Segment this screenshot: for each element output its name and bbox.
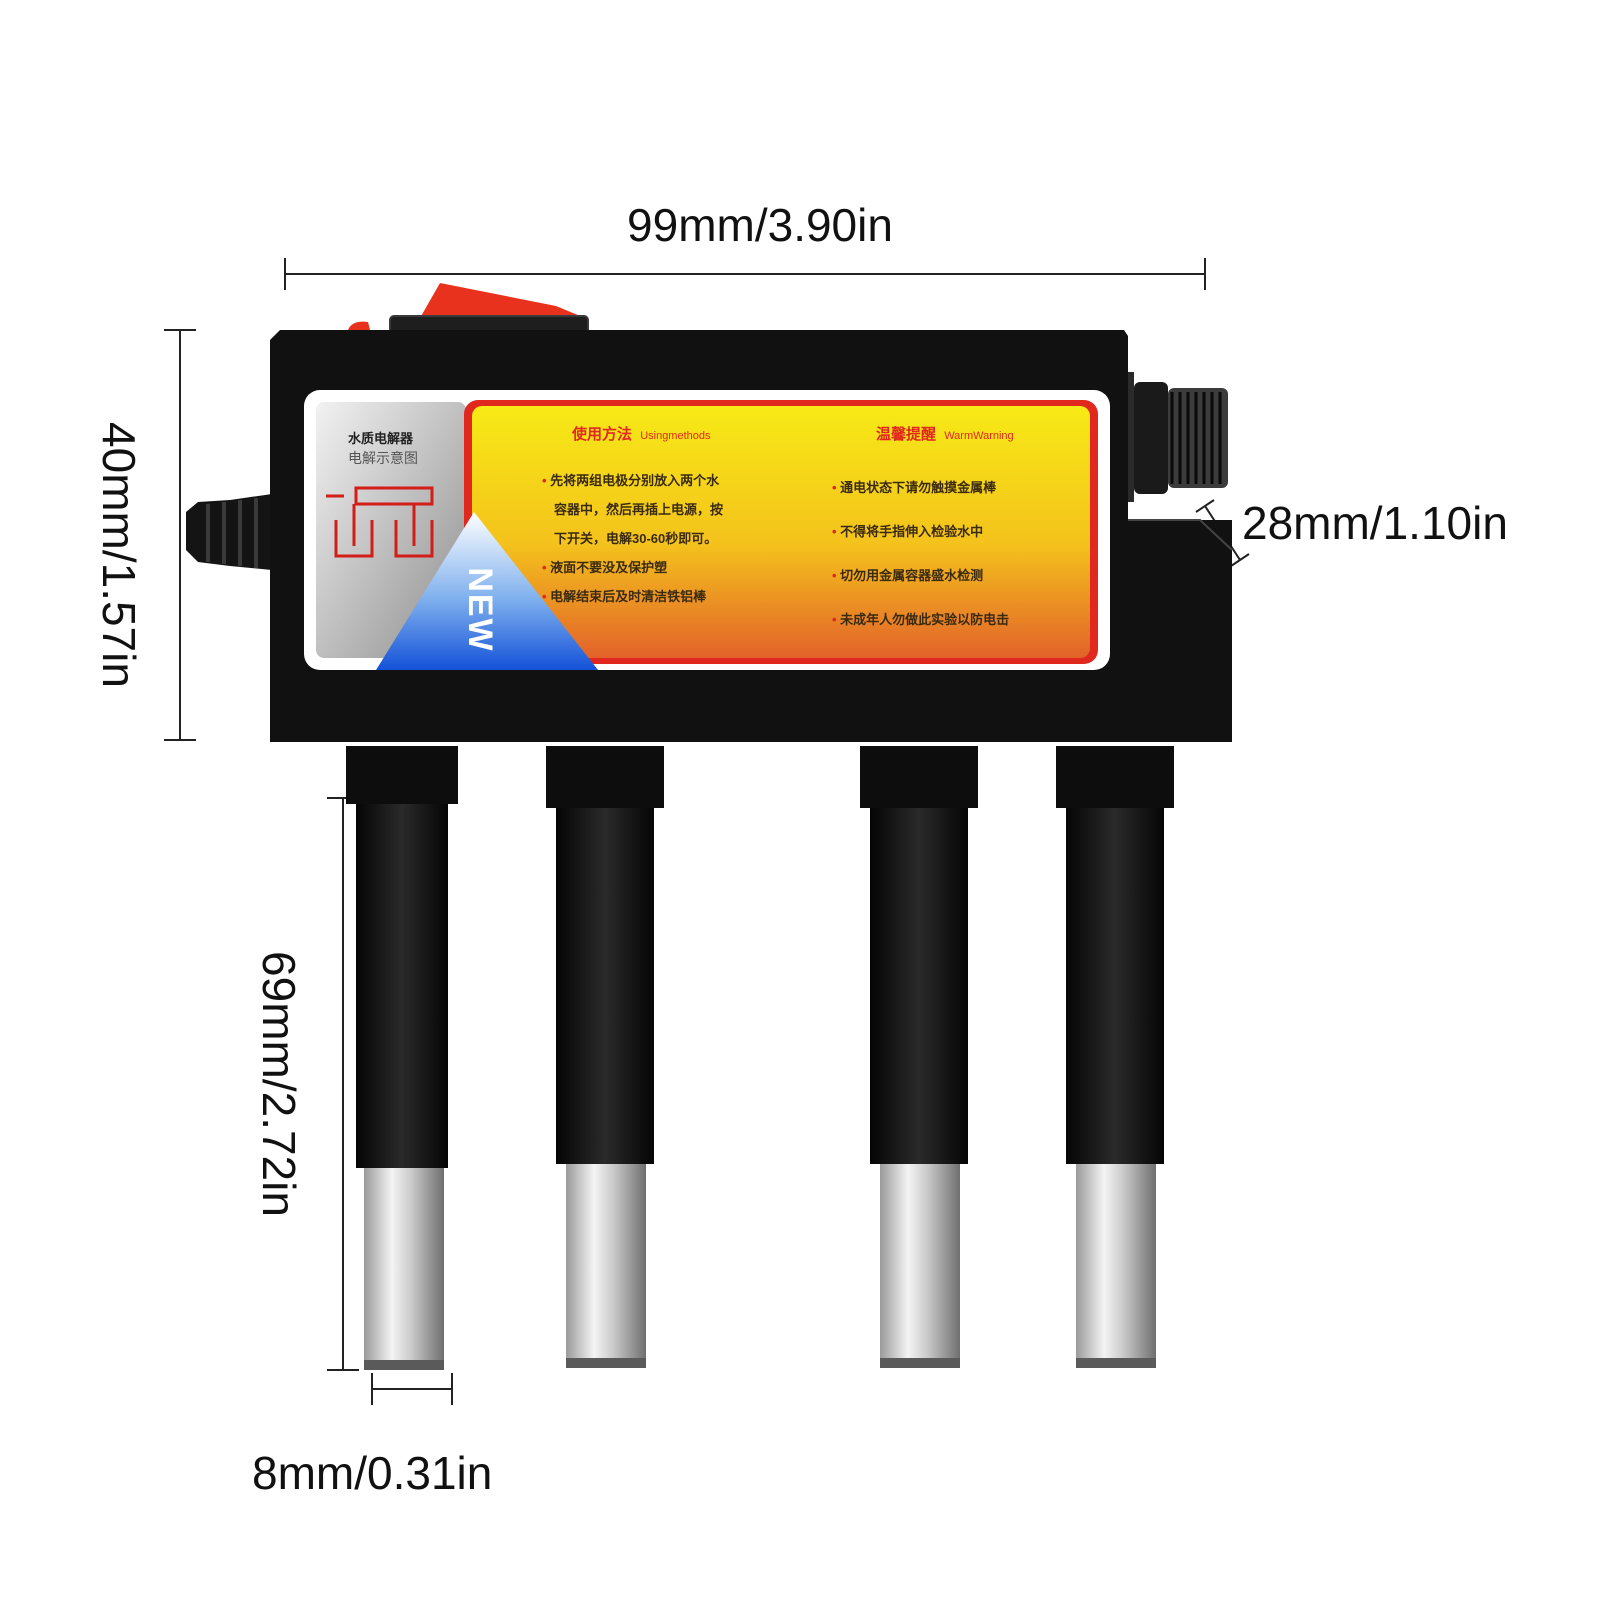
list-item: • 未成年人勿做此实验以防电击 [832, 612, 1010, 627]
electrode-diameter-dimension-label: 8mm/0.31in [252, 1447, 493, 1499]
methods-title-en: Usingmethods [640, 430, 711, 442]
height-dimension-label: 40mm/1.57in [93, 422, 145, 688]
electrode-4 [1056, 746, 1174, 1368]
cable-grommet [186, 494, 272, 570]
methods-list: • 先将两组电极分别放入两个水 容器中，然后再插上电源，按 下开关，电解30-6… [542, 466, 812, 611]
warning-title: 温馨提醒 WarmWarning [876, 423, 1014, 444]
electrode-1 [346, 746, 458, 1370]
electrolysis-schematic-icon [326, 486, 434, 558]
warnings-list: • 通电状态下请勿触摸金属棒 • 不得将手指伸入检验水中 • 切勿用金属容器盛水… [832, 466, 1092, 642]
product-label [304, 390, 1110, 670]
electrode-2 [546, 746, 664, 1368]
new-badge-triangle [376, 512, 598, 670]
width-dimension-line [284, 258, 1206, 290]
methods-title: 使用方法 Usingmethods [572, 423, 711, 444]
electrode-length-dimension-line [327, 797, 359, 1371]
electrode-diameter-dimension-line [371, 1373, 453, 1405]
list-item: 容器中，然后再插上电源，按 [554, 502, 724, 517]
label-left-title-1: 水质电解器 [348, 431, 414, 446]
list-item: • 通电状态下请勿触摸金属棒 [832, 480, 997, 495]
warning-title-en: WarmWarning [944, 430, 1014, 442]
list-item: • 液面不要没及保护塑 [542, 560, 668, 575]
warning-title-cn: 温馨提醒 [876, 426, 937, 443]
label-left-title-2: 电解示意图 [348, 450, 418, 466]
list-item: 下开关，电解30-60秒即可。 [554, 531, 718, 546]
adjust-knob[interactable] [1128, 372, 1228, 502]
power-switch[interactable] [348, 283, 589, 339]
list-item: • 电解结束后及时清洁铁铝棒 [542, 589, 707, 604]
electrode-length-dimension-label: 69mm/2.72in [253, 951, 305, 1217]
width-dimension-label: 99mm/3.90in [627, 199, 893, 251]
new-badge-text: NEW [461, 567, 499, 653]
list-item: • 不得将手指伸入检验水中 [832, 524, 984, 539]
height-dimension-line [164, 329, 196, 741]
list-item: • 先将两组电极分别放入两个水 [542, 473, 720, 488]
electrode-3 [860, 746, 978, 1368]
list-item: • 切勿用金属容器盛水检测 [832, 568, 984, 583]
depth-dimension-label: 28mm/1.10in [1242, 497, 1508, 549]
methods-title-cn: 使用方法 [572, 426, 633, 443]
